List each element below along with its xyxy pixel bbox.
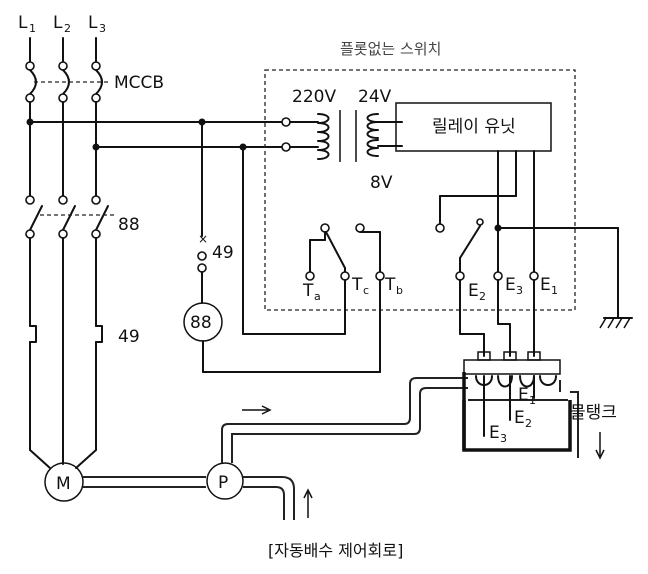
phase-label-l3: L 3 — [88, 13, 106, 35]
terminal-e2: E 2 — [468, 281, 486, 303]
floatless-switch-title: 플롯없는 스위치 — [340, 40, 441, 58]
pump-symbol — [206, 462, 244, 500]
terminal-tc: T c — [351, 275, 369, 297]
thermal-relay-49 — [29, 325, 103, 343]
phase-label-l2: L 2 — [53, 13, 71, 35]
svg-text:E: E — [505, 275, 516, 295]
motor-label: M — [56, 474, 71, 494]
svg-text:2: 2 — [479, 290, 486, 303]
transformer — [317, 110, 403, 162]
tank-electrode-e1: E 1 — [518, 385, 536, 407]
motor-symbol — [44, 462, 84, 502]
diagram-caption: [자동배수 제어회로] — [268, 541, 403, 560]
svg-text:L: L — [18, 13, 28, 33]
ground-icon — [599, 317, 633, 329]
relay-contact-t — [305, 223, 385, 281]
voltage-8v: 8V — [370, 173, 393, 193]
svg-text:E: E — [489, 423, 500, 443]
thermal-contact-49: × — [197, 232, 208, 273]
terminal-tb: T b — [384, 275, 403, 297]
water-tank — [462, 351, 579, 458]
svg-text:3: 3 — [500, 432, 507, 445]
contactor-88-label: 88 — [118, 215, 140, 235]
terminal-e3: E 3 — [505, 275, 523, 297]
thermal-relay-49-label: 49 — [118, 327, 140, 347]
coil-88-label: 88 — [190, 313, 212, 333]
svg-text:T: T — [302, 281, 314, 301]
voltage-220v: 220V — [292, 87, 336, 107]
svg-text:1: 1 — [551, 284, 558, 297]
svg-text:1: 1 — [529, 394, 536, 407]
floatless-switch-box — [264, 69, 576, 311]
terminal-e1: E 1 — [540, 275, 558, 297]
tank-electrode-e2: E 2 — [514, 408, 532, 430]
svg-text:3: 3 — [99, 22, 106, 35]
svg-text:a: a — [314, 290, 321, 303]
phase-label-l1: L 1 — [18, 13, 36, 35]
relay-unit-label: 릴레이 유닛 — [432, 117, 516, 137]
svg-text:L: L — [88, 13, 98, 33]
svg-text:2: 2 — [64, 22, 71, 35]
thermal-contact-49-label: 49 — [212, 243, 234, 263]
svg-text:2: 2 — [525, 417, 532, 430]
voltage-24v: 24V — [358, 87, 392, 107]
svg-text:E: E — [468, 281, 479, 301]
svg-text:1: 1 — [29, 22, 36, 35]
svg-text:b: b — [396, 284, 403, 297]
pump-label: P — [218, 473, 228, 493]
terminal-ta: T a — [302, 281, 321, 303]
contactor-88 — [25, 195, 114, 239]
mccb-breaker — [25, 37, 108, 103]
svg-text:E: E — [514, 408, 525, 428]
water-tank-label: 물탱크 — [570, 403, 617, 423]
svg-text:T: T — [351, 275, 363, 295]
svg-text:c: c — [363, 284, 369, 297]
tank-electrode-e3: E 3 — [489, 423, 507, 445]
relay-contact-e — [435, 150, 539, 281]
svg-text:T: T — [384, 275, 396, 295]
mccb-label: MCCB — [114, 73, 164, 93]
relay-unit-box — [395, 102, 552, 152]
svg-text:L: L — [53, 13, 63, 33]
svg-text:E: E — [518, 385, 529, 405]
svg-text:3: 3 — [516, 284, 523, 297]
svg-text:E: E — [540, 275, 551, 295]
svg-text:×: × — [198, 232, 208, 246]
